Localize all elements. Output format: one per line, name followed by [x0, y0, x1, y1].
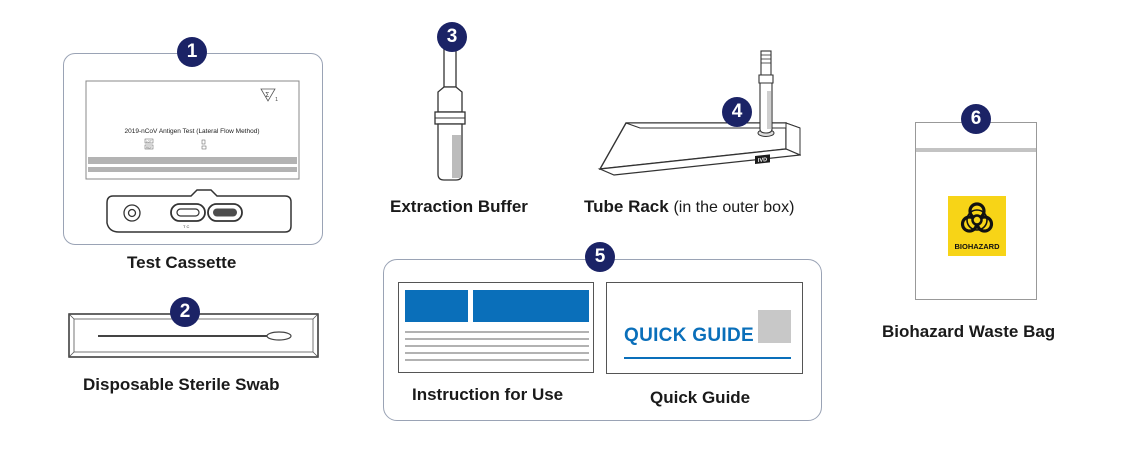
quick-guide-underline — [624, 357, 791, 359]
symbol-sigma: Σ — [265, 91, 269, 99]
sample-well-inner — [127, 208, 137, 218]
lot-mark: LOT — [146, 140, 152, 144]
waste-bag-label: Biohazard Waste Bag — [882, 322, 1056, 341]
item-1-badge: 1 — [177, 37, 207, 67]
quick-guide-grey-square — [758, 310, 791, 343]
instruction-leaflet-illustration — [398, 282, 594, 373]
quick-guide-label: Quick Guide — [650, 388, 751, 407]
svg-text:T C: T C — [183, 224, 189, 229]
swab-label: Disposable Sterile Swab — [83, 375, 280, 394]
symbol-sub: 1 — [275, 97, 278, 103]
extraction-buffer-label: Extraction Buffer — [390, 197, 528, 216]
ivd-tag — [755, 154, 770, 164]
svg-text:IVD: IVD — [758, 157, 767, 164]
instruction-for-use-label: Instruction for Use — [412, 385, 564, 404]
test-cassette-label: Test Cassette — [127, 253, 237, 272]
symbol-icon — [260, 88, 276, 102]
biohazard-label: BIOHAZARD — [948, 196, 1006, 256]
tube-rack-name: Tube Rack — [584, 197, 669, 216]
biohazard-icon — [960, 202, 994, 233]
tube-rack-note: (in the outer box) — [673, 199, 795, 216]
test-cassette-illustration: Σ 1 2019-nCoV Antigen Test (Lateral Flow… — [85, 80, 300, 233]
item-5-badge: 5 — [585, 242, 615, 272]
buffer-liquid — [452, 135, 461, 178]
tube-rack-label: Tube Rack (in the outer box) — [584, 197, 794, 217]
quick-guide-illustration: QUICK GUIDE — [606, 282, 803, 374]
swab-tip — [266, 331, 292, 341]
tube-rack-illustration: IVD — [597, 50, 801, 176]
pouch-stripe-top — [88, 157, 297, 164]
ref-mark: REF — [146, 146, 152, 150]
sample-well-outer — [123, 204, 141, 222]
pouch-stripe-bottom — [88, 167, 297, 172]
item-6-badge: 6 — [961, 104, 991, 134]
result-window — [170, 203, 206, 222]
item-4-badge: 4 — [722, 97, 752, 127]
item-3-badge: 3 — [437, 22, 467, 52]
waste-bag-illustration: BIOHAZARD — [915, 122, 1037, 300]
leaflet-header-left — [405, 290, 468, 322]
quick-guide-heading: QUICK GUIDE — [624, 325, 754, 346]
waste-bag-seal — [916, 148, 1036, 152]
item-2-badge: 2 — [170, 297, 200, 327]
biohazard-text: BIOHAZARD — [954, 242, 1000, 251]
extraction-buffer-illustration — [434, 41, 466, 181]
pouch-title: 2019-nCoV Antigen Test (Lateral Flow Met… — [124, 128, 259, 135]
swab-illustration — [68, 313, 319, 358]
leaflet-header-right — [473, 290, 589, 322]
